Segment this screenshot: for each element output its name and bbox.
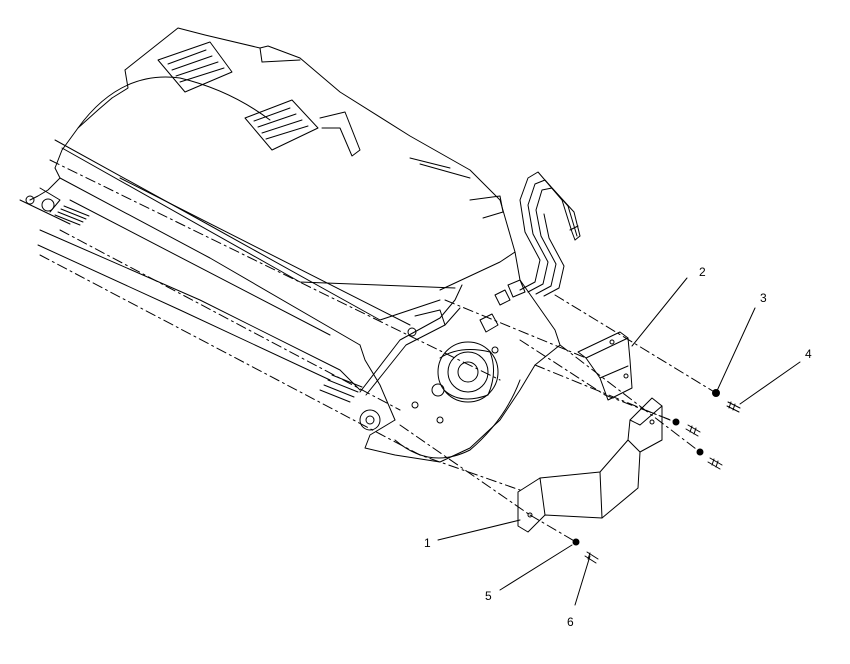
- hardware: [572, 389, 741, 564]
- part-2-bracket: [577, 331, 633, 401]
- callout-5: 5: [485, 589, 492, 603]
- callout-1: 1: [424, 536, 431, 550]
- hydraulic-hoses: [519, 171, 581, 297]
- part-1-guard: [517, 397, 663, 533]
- assembly-lines: [39, 159, 717, 543]
- callout-3: 3: [760, 291, 767, 305]
- callout-labels: 1 2 3 4 5 6: [424, 265, 812, 629]
- callout-leaders: [437, 277, 801, 606]
- callout-2: 2: [699, 265, 706, 279]
- callout-4: 4: [805, 347, 812, 361]
- callout-6: 6: [567, 615, 574, 629]
- machine-body: [19, 27, 561, 463]
